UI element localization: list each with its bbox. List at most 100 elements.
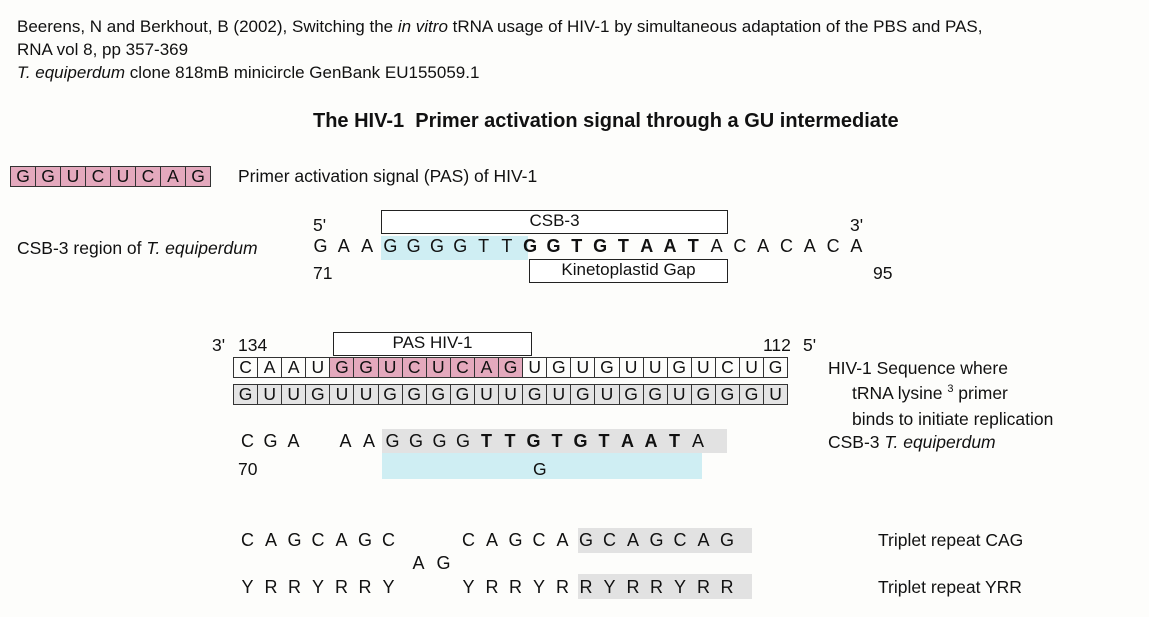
cag-right-base: A: [697, 530, 710, 550]
hiv-bottom-cell: G: [690, 384, 716, 405]
csb3-base: G: [383, 236, 398, 256]
hiv-bottom-cell: G: [449, 384, 475, 405]
csb3-align-base: T: [669, 431, 680, 451]
hiv-bottom-cell: U: [329, 384, 355, 405]
cag-mid-base: A: [412, 553, 425, 573]
pas-legend-cell: G: [185, 166, 211, 187]
hiv-top-cell: A: [257, 357, 283, 378]
yrr-right-base: R: [509, 577, 522, 597]
yrr-gray-band: [578, 574, 752, 599]
csb3-align-base: A: [691, 431, 704, 451]
hiv-bottom-cell: G: [570, 384, 596, 405]
hiv-start-number: 134: [238, 335, 268, 355]
csb3-base: C: [780, 236, 793, 256]
cag-label: Triplet repeat CAG: [878, 530, 1024, 550]
yrr-left-base: R: [335, 577, 348, 597]
csb3-end-number: 95: [873, 263, 893, 283]
hiv-bottom-cell: G: [618, 384, 644, 405]
csb3-base: C: [826, 236, 840, 256]
hiv-top-cell: C: [401, 357, 427, 378]
hiv-description-line-1: HIV-1 Sequence where: [828, 358, 1008, 378]
hiv-end-number: 112: [763, 335, 791, 355]
csb3-base: G: [523, 236, 538, 256]
csb3-base: A: [710, 236, 723, 256]
hiv-top-cell: U: [522, 357, 548, 378]
hiv-five-prime: 5': [803, 335, 817, 355]
csb3-align-base: A: [339, 431, 352, 451]
cag-right-base: A: [626, 530, 639, 550]
yrr-right-base: R: [485, 577, 499, 597]
hiv-top-cell: A: [473, 357, 500, 378]
yrr-left-base: Y: [382, 577, 395, 597]
hiv-bottom-cell: G: [305, 384, 331, 405]
hiv-top-cell: G: [763, 357, 789, 378]
csb3-align-base: T: [481, 431, 492, 451]
yrr-label: Triplet repeat YRR: [878, 577, 1022, 597]
cag-right-base: A: [485, 530, 498, 550]
csb3-base: T: [687, 236, 699, 256]
pas-legend-label: Primer activation signal (PAS) of HIV-1: [238, 166, 538, 186]
hiv-bottom-cell: G: [714, 384, 740, 405]
yrr-left-base: Y: [241, 577, 254, 597]
hiv-bottom-cell: U: [257, 384, 283, 405]
pas-hiv-box: PAS HIV-1: [333, 332, 532, 356]
csb3-align-left-base: G: [263, 431, 278, 451]
yrr-right-base: Y: [673, 577, 686, 597]
csb3-align-left-base: A: [287, 431, 300, 451]
csb3-align-base: G: [573, 431, 588, 451]
hiv-bottom-cell: G: [377, 384, 403, 405]
yrr-right-base: R: [626, 577, 640, 597]
page-title: The HIV-1 Primer activation signal throu…: [313, 110, 899, 132]
pas-legend-cell: C: [85, 166, 111, 187]
csb3-align-blue-band: [382, 453, 702, 479]
csb3-base: A: [337, 236, 350, 256]
cag-right-base: G: [719, 530, 734, 550]
kinetoplastid-gap-box: Kinetoplastid Gap: [529, 259, 728, 283]
hiv-bottom-cell: U: [498, 384, 524, 405]
csb3-start-number: 71: [313, 263, 333, 283]
csb3-align-base: G: [385, 431, 400, 451]
hiv-top-cell: U: [738, 357, 765, 378]
hiv-top-cell: U: [377, 357, 403, 378]
hiv-bottom-cell: U: [546, 384, 572, 405]
csb3-base: A: [803, 236, 816, 256]
csb3-align-base: A: [644, 431, 658, 451]
csb3-base: G: [546, 236, 561, 256]
hiv-bottom-cell: G: [522, 384, 548, 405]
hiv-top-cell: C: [233, 357, 259, 378]
csb3-base: G: [429, 236, 444, 256]
csb3-base: A: [850, 236, 863, 256]
cag-left-base: C: [382, 530, 395, 550]
hiv-top-cell: G: [498, 357, 524, 378]
pas-legend-cell: U: [60, 166, 86, 187]
csb3-align-base: G: [455, 431, 470, 451]
csb3-base: G: [593, 236, 608, 256]
hiv-bottom-cell: U: [473, 384, 500, 405]
csb3-base: A: [640, 236, 654, 256]
hiv-top-cell: G: [353, 357, 379, 378]
csb3-align-base: T: [504, 431, 516, 451]
hiv-bottom-cell: U: [594, 384, 620, 405]
reference-line-2: RNA vol 8, pp 357-369: [17, 40, 189, 59]
pas-legend-cell: G: [35, 166, 61, 187]
csb3-base: T: [478, 236, 490, 256]
csb3-base: C: [733, 236, 747, 256]
hiv-bottom-cell: G: [401, 384, 427, 405]
csb3-align-base: G: [526, 431, 541, 451]
csb3-box: CSB-3: [381, 210, 728, 234]
csb3-align-base: A: [362, 431, 375, 451]
csb3-align-base: T: [598, 431, 610, 451]
csb3-five-prime: 5': [313, 215, 327, 235]
yrr-right-base: R: [720, 577, 734, 597]
yrr-right-base: R: [579, 577, 593, 597]
csb3-base: A: [757, 236, 770, 256]
cag-right-base: C: [673, 530, 687, 550]
yrr-right-base: R: [697, 577, 710, 597]
hiv-top-cell: G: [666, 357, 692, 378]
hiv-bottom-cell: U: [666, 384, 692, 405]
yrr-right-base: Y: [532, 577, 545, 597]
hiv-bottom-cell: U: [281, 384, 307, 405]
csb3-align-below-letter: G: [533, 459, 547, 479]
